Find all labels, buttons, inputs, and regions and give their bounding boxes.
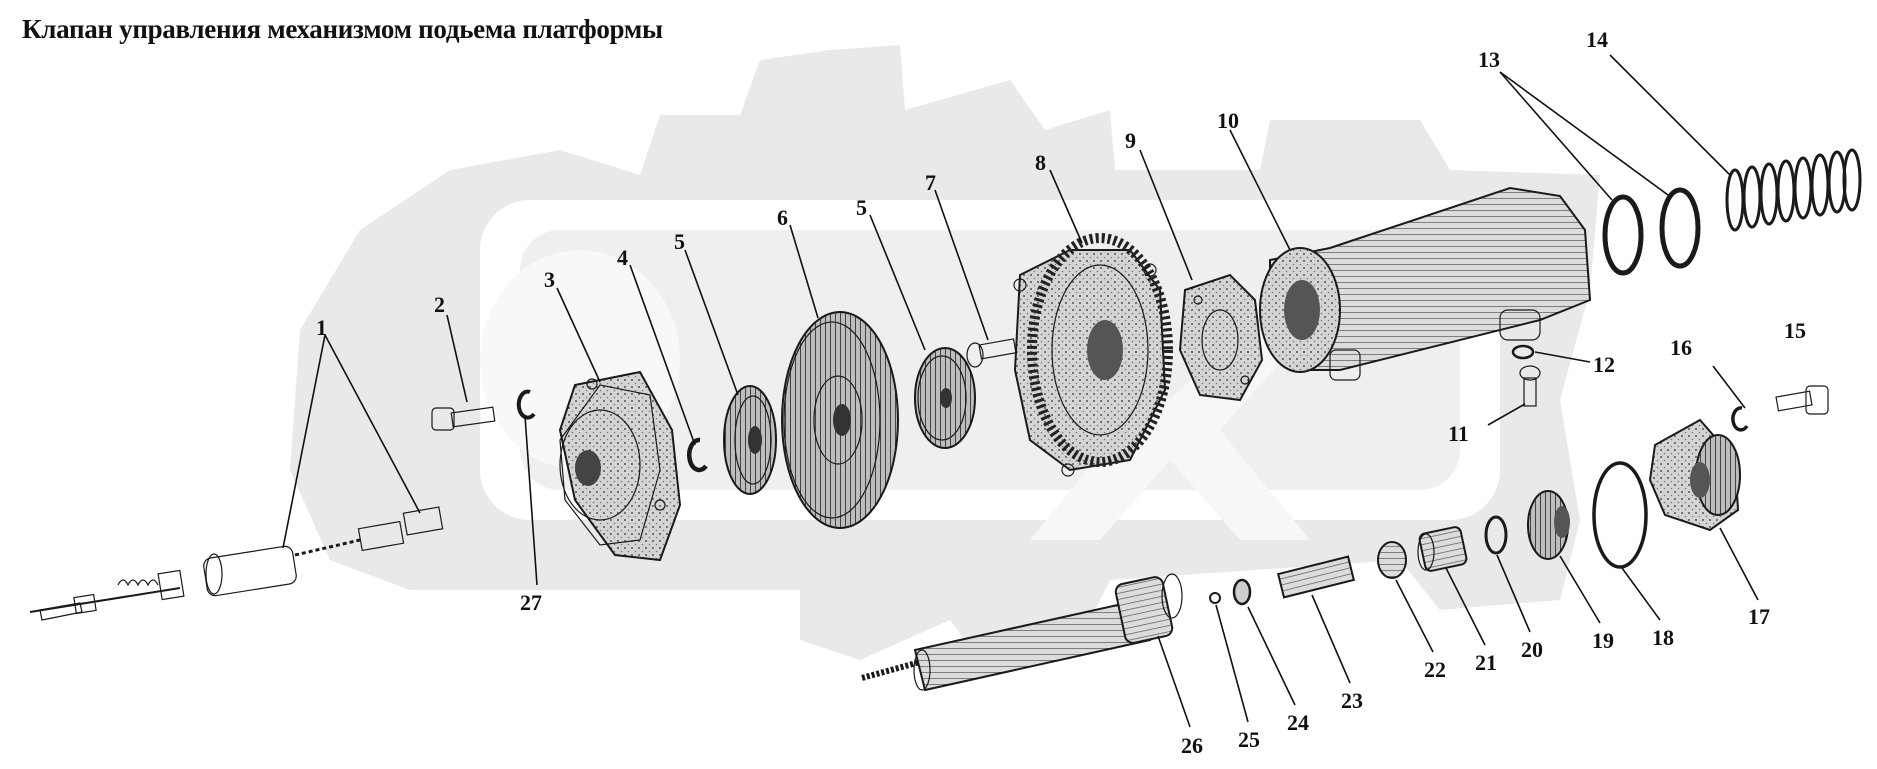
leader-lines <box>282 54 1759 728</box>
callout-9: 9 <box>1125 128 1136 153</box>
callout-15: 15 <box>1784 318 1806 343</box>
callout-18: 18 <box>1652 625 1674 650</box>
callout-11: 11 <box>1448 421 1469 446</box>
part-1-control-cable <box>29 506 444 621</box>
part-19-splined-sleeve <box>1527 490 1570 560</box>
callout-25: 25 <box>1238 727 1260 752</box>
part-4-snap-ring <box>686 437 708 473</box>
callout-17: 17 <box>1748 604 1770 629</box>
callout-3: 3 <box>544 267 555 292</box>
callout-6: 6 <box>777 205 788 230</box>
callout-22: 22 <box>1424 657 1446 682</box>
callout-5b: 5 <box>856 195 867 220</box>
part-15-bolt <box>1775 385 1829 415</box>
diagram-title: Клапан управления механизмом подьема пла… <box>22 14 663 44</box>
part-25-ball <box>1209 592 1221 604</box>
callout-2: 2 <box>434 292 445 317</box>
part-21-bushing <box>1417 526 1468 572</box>
callout-13: 13 <box>1478 47 1500 72</box>
part-22-plug <box>1377 541 1407 579</box>
callout-27: 27 <box>520 590 542 615</box>
part-23-small-spring <box>1276 555 1356 599</box>
part-13-seal-ring-b <box>1659 187 1701 269</box>
callout-8: 8 <box>1035 150 1046 175</box>
part-14-spring <box>1725 148 1862 232</box>
callout-5a: 5 <box>674 229 685 254</box>
part-3-cover <box>558 370 682 562</box>
callout-labels: 1 2 3 4 5 6 5 7 8 9 10 11 12 13 14 15 16… <box>316 27 1806 758</box>
part-2-bolt <box>431 406 496 431</box>
part-17-end-cover <box>1648 418 1741 532</box>
part-13-seal-ring-a <box>1602 194 1644 276</box>
part-27-lock-washer <box>516 389 536 420</box>
part-16-circlip <box>1731 406 1749 432</box>
callout-20: 20 <box>1521 637 1543 662</box>
callout-7: 7 <box>925 170 936 195</box>
callout-21: 21 <box>1475 650 1497 675</box>
part-8-housing <box>1013 233 1173 477</box>
callout-1: 1 <box>316 315 327 340</box>
part-7-screw <box>966 338 1017 368</box>
part-6-gear-disc <box>781 311 899 529</box>
part-11-bolt <box>1519 365 1541 407</box>
callout-23: 23 <box>1341 688 1363 713</box>
callout-14: 14 <box>1586 27 1608 52</box>
callout-10: 10 <box>1217 108 1239 133</box>
part-10-cylinder-body <box>1259 186 1592 381</box>
part-20-ring <box>1484 515 1508 555</box>
callout-16: 16 <box>1670 335 1692 360</box>
part-26-spool-shaft <box>861 573 1183 692</box>
callout-19: 19 <box>1592 628 1614 653</box>
part-12-washer <box>1511 344 1535 360</box>
part-5b-disc <box>914 347 976 449</box>
part-5a-disc <box>723 385 777 495</box>
part-9-gasket <box>1178 273 1264 402</box>
part-24-washer <box>1232 578 1252 606</box>
callout-26: 26 <box>1181 733 1203 758</box>
callout-12: 12 <box>1593 352 1615 377</box>
callout-24: 24 <box>1287 710 1309 735</box>
part-18-o-ring <box>1592 461 1648 569</box>
callout-4: 4 <box>617 245 628 270</box>
